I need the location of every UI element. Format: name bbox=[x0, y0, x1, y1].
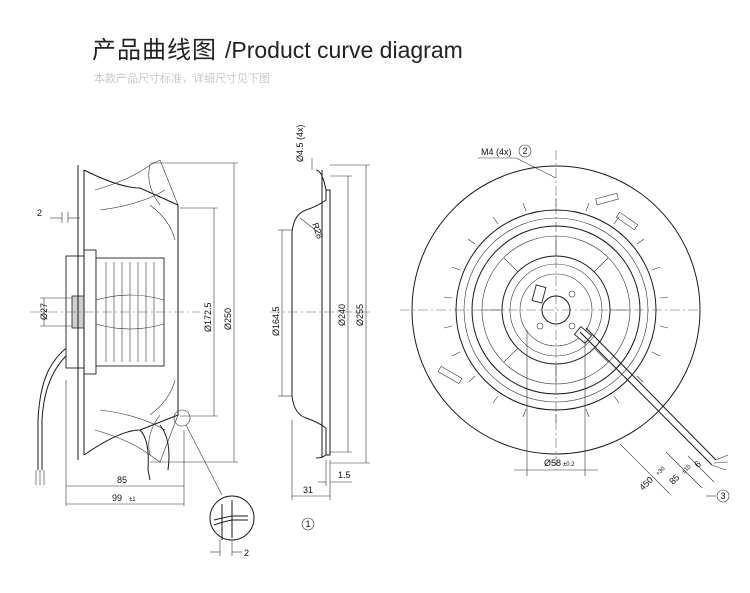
note-2: 2 bbox=[522, 146, 527, 156]
dim-d255: Ø255 bbox=[355, 304, 365, 326]
dim-d27: Ø27 bbox=[39, 303, 49, 320]
dim-m4: M4 (4x) bbox=[481, 147, 512, 157]
title-english: /Product curve diagram bbox=[225, 37, 463, 63]
subtitle: 本款产品尺寸标准，详细尺寸见下图 bbox=[94, 72, 270, 85]
outer-rim bbox=[411, 165, 701, 455]
header: 产品曲线图/Product curve diagram bbox=[92, 30, 463, 65]
note-3-circle bbox=[716, 489, 730, 503]
dim-d58: Ø58 bbox=[544, 458, 561, 468]
dim-85-cable-tol: ±10 bbox=[681, 464, 693, 476]
dim-99-tol: ±1 bbox=[129, 497, 136, 503]
note-1: 1 bbox=[305, 519, 310, 529]
motor-radial-ribs bbox=[482, 236, 630, 384]
ring-view: Ø4.5 (4x) R28 Ø164.5 Ø240 Ø255 1.5 31 1 bbox=[270, 124, 372, 531]
dim-450-tol: +30 bbox=[655, 466, 667, 478]
title-chinese: 产品曲线图 bbox=[92, 36, 217, 64]
impeller-blades bbox=[94, 159, 179, 463]
dim-99: 99 bbox=[112, 493, 122, 503]
dim-31: 31 bbox=[303, 485, 313, 495]
dim-d250: Ø250 bbox=[223, 308, 233, 330]
detail-view: 2 bbox=[209, 495, 255, 558]
dim-85-cable: 85 bbox=[667, 472, 681, 486]
blade-tabs bbox=[443, 198, 669, 422]
dim-detail-2: 2 bbox=[244, 548, 249, 558]
front-view: M4 (4x) 2 Ø58 ±0.2 450 +30 85 ±10 6 3 bbox=[400, 144, 730, 503]
dim-d4-5: Ø4.5 (4x) bbox=[295, 124, 305, 162]
dim-d164-5: Ø164.5 bbox=[271, 306, 281, 336]
dim-d172-5: Ø172.5 bbox=[203, 302, 213, 332]
dim-2-top: 2 bbox=[37, 208, 42, 218]
note-1-circle bbox=[301, 517, 315, 531]
dim-r28: R28 bbox=[310, 221, 325, 240]
dim-d240: Ø240 bbox=[337, 304, 347, 326]
dim-6: 6 bbox=[692, 459, 703, 470]
side-cable bbox=[37, 344, 71, 470]
dim-450: 450 bbox=[637, 475, 655, 493]
note-2-circle bbox=[518, 144, 532, 158]
dim-d58-tol: ±0.2 bbox=[563, 462, 575, 468]
hub-center bbox=[541, 295, 571, 325]
side-view: 2 Ø27 Ø172.5 Ø250 85 99 ±1 bbox=[30, 159, 238, 506]
detail-callout-circle bbox=[173, 409, 191, 427]
dim-1-5: 1.5 bbox=[338, 470, 351, 480]
blade-tip-circle bbox=[455, 209, 657, 411]
dim-85: 85 bbox=[117, 475, 127, 485]
note-3: 3 bbox=[720, 491, 725, 501]
ring-profile bbox=[291, 169, 327, 459]
impeller-shroud bbox=[83, 169, 179, 456]
